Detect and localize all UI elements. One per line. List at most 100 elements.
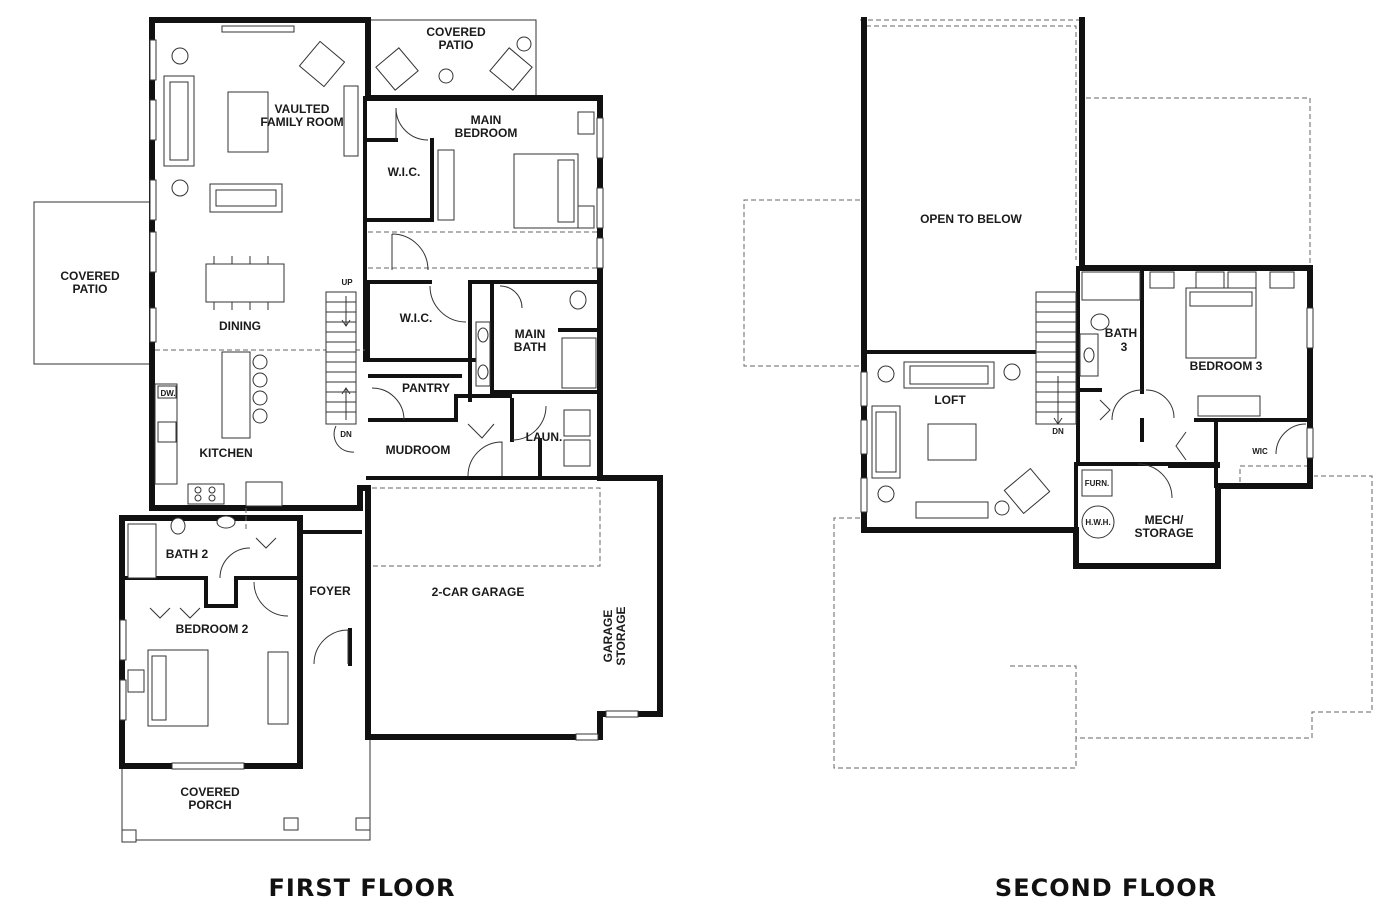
refrigerator	[245, 481, 283, 507]
window	[596, 117, 604, 159]
label-bath-2: BATH 2	[166, 547, 209, 561]
pillows	[151, 655, 167, 721]
shower	[127, 523, 157, 579]
covered-patio-top-outline	[368, 19, 537, 98]
door-swing	[333, 425, 355, 453]
side-table	[171, 179, 189, 197]
label-loft: LOFT	[934, 393, 966, 407]
second-floor-title: SECOND FLOOR	[995, 874, 1217, 902]
stair-treads	[326, 301, 356, 413]
stair-arrow-down	[1053, 376, 1063, 425]
toilet	[170, 517, 186, 535]
pillows	[1189, 291, 1253, 307]
dresser	[437, 149, 455, 221]
bifold-door	[1099, 399, 1111, 421]
label-open-to-below: OPEN TO BELOW	[920, 212, 1022, 226]
stairs-second-floor	[1035, 291, 1077, 425]
bench	[1197, 395, 1261, 417]
dresser	[267, 651, 289, 725]
armchair	[1003, 467, 1051, 515]
window	[860, 419, 868, 455]
door-swing	[511, 405, 547, 441]
label-garage-storage: GARAGESTORAGE	[601, 606, 628, 665]
stair-arrow-up	[341, 296, 351, 327]
roof-outline	[833, 475, 1373, 769]
stair-arrow-down	[341, 387, 351, 420]
nightstand	[1269, 271, 1295, 289]
side-table	[877, 365, 895, 383]
water-heater	[1081, 505, 1115, 539]
dining-table	[205, 263, 285, 303]
window	[605, 710, 639, 718]
label-bedroom-2: BEDROOM 2	[176, 622, 249, 636]
nightstand	[577, 205, 595, 229]
kitchen-island	[221, 351, 251, 439]
door-swing	[219, 547, 251, 579]
sink	[477, 327, 489, 343]
interior-wall	[368, 394, 458, 422]
sofa-cushion	[875, 411, 897, 473]
shower	[561, 337, 597, 389]
door-swing	[429, 285, 467, 323]
media-console	[915, 501, 989, 519]
label-dining: DINING	[219, 319, 261, 333]
first-floor-plan	[33, 17, 663, 843]
burner	[208, 494, 216, 502]
patio-chair	[375, 47, 419, 91]
window	[1306, 427, 1314, 459]
dryer	[563, 439, 591, 467]
roof-outline	[1239, 465, 1310, 482]
armchair	[298, 40, 346, 88]
sink	[1083, 347, 1095, 363]
porch-post	[283, 817, 299, 831]
bar-stool	[252, 354, 268, 370]
sink	[477, 364, 489, 380]
window	[860, 477, 868, 513]
side-table	[877, 485, 895, 503]
roof-outline	[866, 25, 1077, 260]
door-swing	[1137, 463, 1173, 499]
label-furnace: FURN.	[1085, 479, 1109, 488]
label-stair-up: UP	[341, 278, 353, 287]
range	[187, 483, 225, 505]
interior-wall	[366, 138, 434, 222]
door-swing	[1145, 389, 1175, 419]
label-stair-down: DN	[340, 430, 352, 439]
patio-chair	[489, 47, 533, 91]
window	[171, 762, 245, 770]
window	[149, 307, 157, 343]
interior-wall	[366, 280, 494, 362]
side-table	[171, 47, 189, 65]
porch-post	[121, 829, 137, 843]
sink	[216, 515, 236, 529]
window	[149, 99, 157, 141]
label-pantry: PANTRY	[402, 381, 450, 395]
media-console	[343, 85, 359, 157]
side-table	[994, 500, 1010, 516]
window	[596, 237, 604, 269]
stairs-first-floor	[325, 291, 357, 425]
nightstand	[577, 111, 595, 135]
nightstand	[1149, 271, 1175, 289]
dashed-line	[372, 487, 601, 567]
dresser	[1227, 271, 1257, 289]
door-swing	[313, 629, 349, 665]
door-swing	[467, 441, 503, 477]
pillows	[557, 159, 575, 223]
label-bedroom-3: BEDROOM 3	[1190, 359, 1263, 373]
covered-porch-outline	[121, 740, 371, 841]
label-kitchen: KITCHEN	[199, 446, 252, 460]
interior-wall	[120, 576, 302, 608]
burner	[194, 486, 202, 494]
label-stair-down: DN	[1052, 427, 1064, 436]
bifold-door	[1175, 431, 1187, 461]
stair-treads	[1036, 301, 1076, 413]
interior-wall	[490, 280, 602, 394]
